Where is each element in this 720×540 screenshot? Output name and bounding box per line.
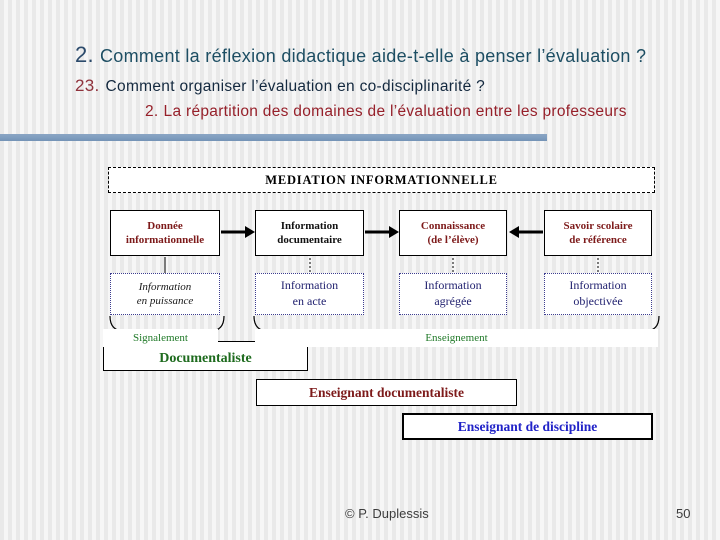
- box-label-line: Donnée: [147, 219, 183, 232]
- title-level-1: 2.Comment la réflexion didactique aide-t…: [75, 44, 646, 66]
- box-donnee-informationnelle: Donnée informationnelle: [110, 210, 220, 256]
- box-label-line: en acte: [292, 294, 327, 308]
- box-label-line: Connaissance: [420, 219, 486, 232]
- box-label-line: Information: [280, 278, 339, 293]
- title-3-text: La répartition des domaines de l’évaluat…: [163, 103, 627, 120]
- enseignement-label: Enseignement: [425, 332, 488, 344]
- title-3-number: 2.: [145, 103, 159, 120]
- title-2-number: 23.: [75, 76, 100, 95]
- signalement-label-band: Signalement: [103, 329, 218, 347]
- title-1-text: Comment la réflexion didactique aide-t-e…: [99, 46, 647, 66]
- signalement-label: Signalement: [133, 332, 188, 344]
- box-label-line: documentaire: [277, 234, 342, 246]
- box-label-line: Information: [138, 280, 192, 293]
- enseignement-label-band: Enseignement: [255, 329, 658, 347]
- footer-credit: © P. Duplessis: [345, 506, 429, 521]
- box-label-line: de référence: [569, 234, 627, 246]
- mediation-header-box: MEDIATION INFORMATIONNELLE: [108, 167, 655, 193]
- mediation-header-label: MEDIATION INFORMATIONNELLE: [265, 172, 498, 187]
- arrow-head-left-1-icon: [509, 226, 519, 238]
- box-label-line: Information: [424, 278, 482, 293]
- box-label-line: en puissance: [136, 295, 194, 307]
- box-savoir-scolaire: Savoir scolaire de référence: [544, 210, 652, 256]
- title-level-2: 23. Comment organiser l’évaluation en co-…: [75, 77, 485, 95]
- box-label-line: Savoir scolaire: [563, 219, 633, 232]
- box-enseignant-de-discipline: Enseignant de discipline: [402, 413, 653, 440]
- arrow-head-right-2-icon: [389, 226, 399, 238]
- enseignant-de-discipline-label: Enseignant de discipline: [457, 418, 598, 434]
- title-1-number: 2.: [75, 42, 94, 67]
- box-information-en-acte: Information en acte: [255, 273, 364, 315]
- box-information-documentaire: Information documentaire: [255, 210, 364, 256]
- box-information-agregee: Information agrégée: [399, 273, 507, 315]
- box-label-line: (de l’élève): [427, 234, 479, 246]
- box-enseignant-documentaliste: Enseignant documentaliste: [256, 379, 517, 406]
- title-level-3: 2.La répartition des domaines de l’évalu…: [145, 104, 627, 120]
- box-label-line: agrégée: [434, 294, 472, 308]
- box-label-line: Information: [569, 278, 627, 293]
- box-label-line: objectivée: [573, 294, 623, 308]
- footer-page-number: 50: [676, 506, 691, 521]
- box-information-objectivee: Information objectivée: [544, 273, 652, 315]
- box-label-line: informationnelle: [125, 234, 205, 246]
- title-2-text: Comment organiser l’évaluation en co-dis…: [105, 78, 486, 95]
- documentaliste-label: Documentaliste: [159, 350, 252, 366]
- accent-bar: [0, 134, 547, 141]
- arrow-head-right-1-icon: [245, 226, 255, 238]
- enseignant-documentaliste-label: Enseignant documentaliste: [309, 384, 464, 400]
- box-label-line: Information: [280, 219, 339, 232]
- box-information-en-puissance: Information en puissance: [110, 273, 220, 315]
- box-connaissance-eleve: Connaissance (de l’élève): [399, 210, 507, 256]
